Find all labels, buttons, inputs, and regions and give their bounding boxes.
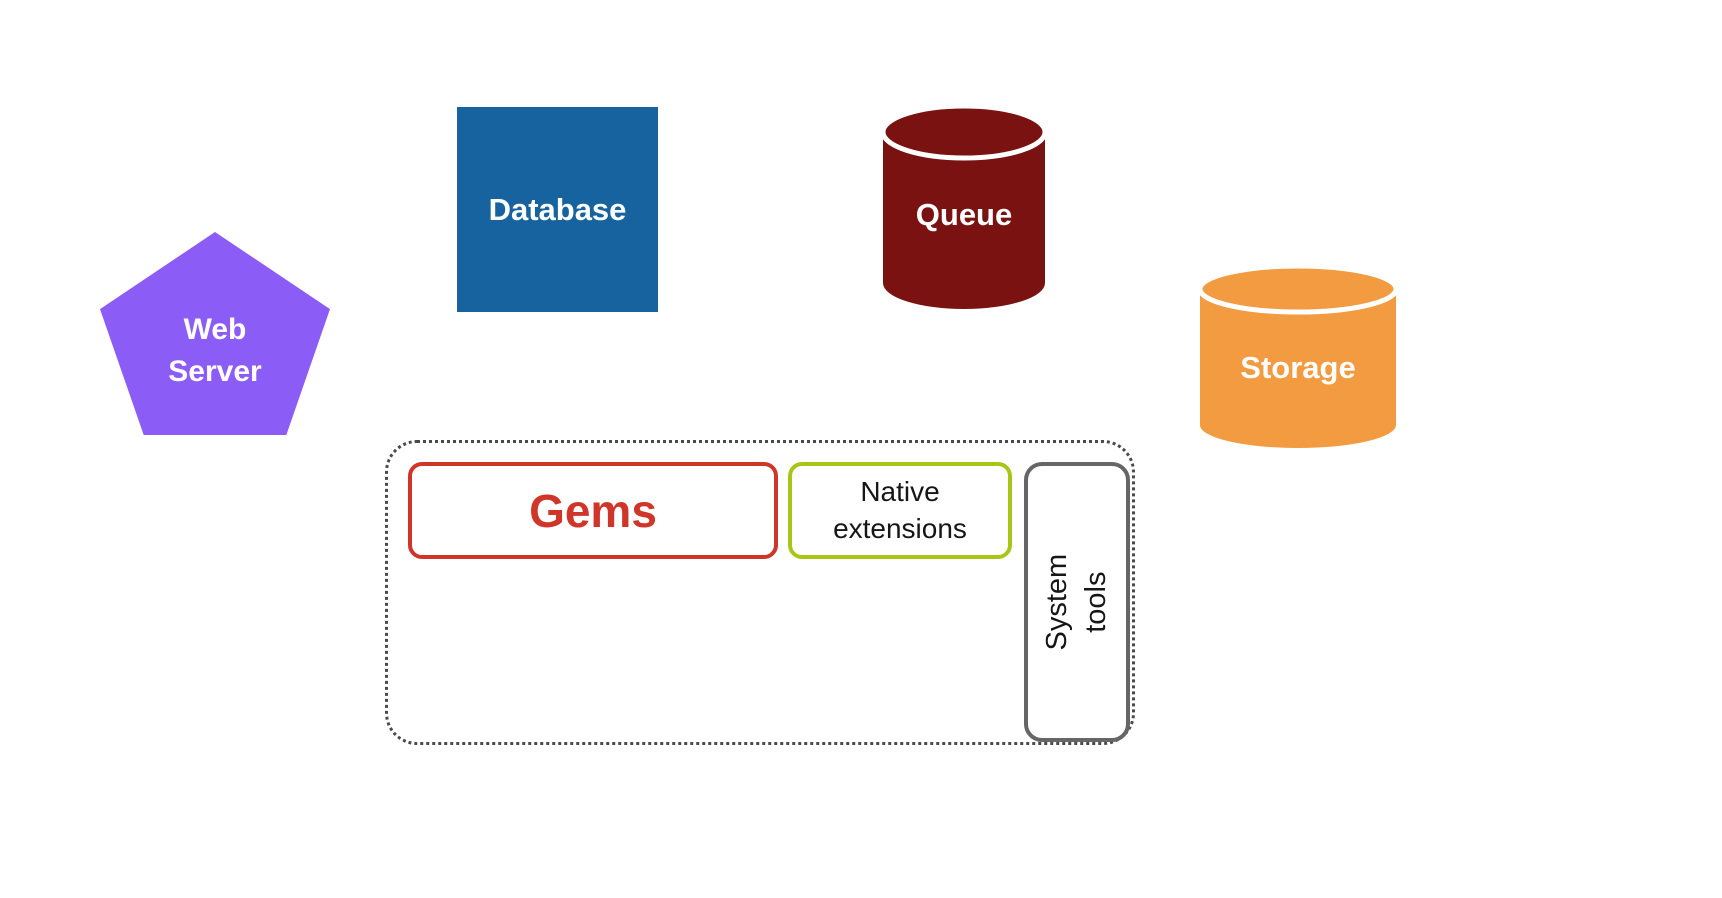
queue-cylinder-shape — [883, 104, 1045, 309]
queue-node: Queue — [883, 104, 1045, 310]
queue-cylinder-top — [883, 104, 1045, 161]
database-node: Database — [457, 107, 658, 312]
storage-cylinder-shape — [1200, 264, 1396, 448]
square-shape — [457, 107, 658, 312]
ruby-vm-box: Ruby VM — [404, 571, 1014, 739]
gems-box: Gems — [408, 462, 778, 559]
native-extensions-label: Native extensions — [833, 476, 967, 544]
native-extensions-box: Native extensions — [788, 462, 1012, 559]
system-tools-label: System tools — [1038, 554, 1116, 651]
storage-node: Storage — [1200, 264, 1396, 450]
system-tools-label-line2: tools — [1080, 571, 1112, 633]
gems-label: Gems — [529, 484, 657, 537]
system-tools-box: System tools — [1024, 462, 1130, 742]
ruby-environment-group: Gems Native extensions Ruby VM System to… — [385, 440, 1135, 745]
pentagon-shape — [100, 232, 330, 435]
storage-cylinder-top — [1200, 264, 1396, 315]
system-tools-label-line1: System — [1040, 553, 1073, 651]
web-server-node: Web Server — [100, 232, 330, 435]
ruby-vm-label: Ruby VM — [584, 622, 834, 688]
